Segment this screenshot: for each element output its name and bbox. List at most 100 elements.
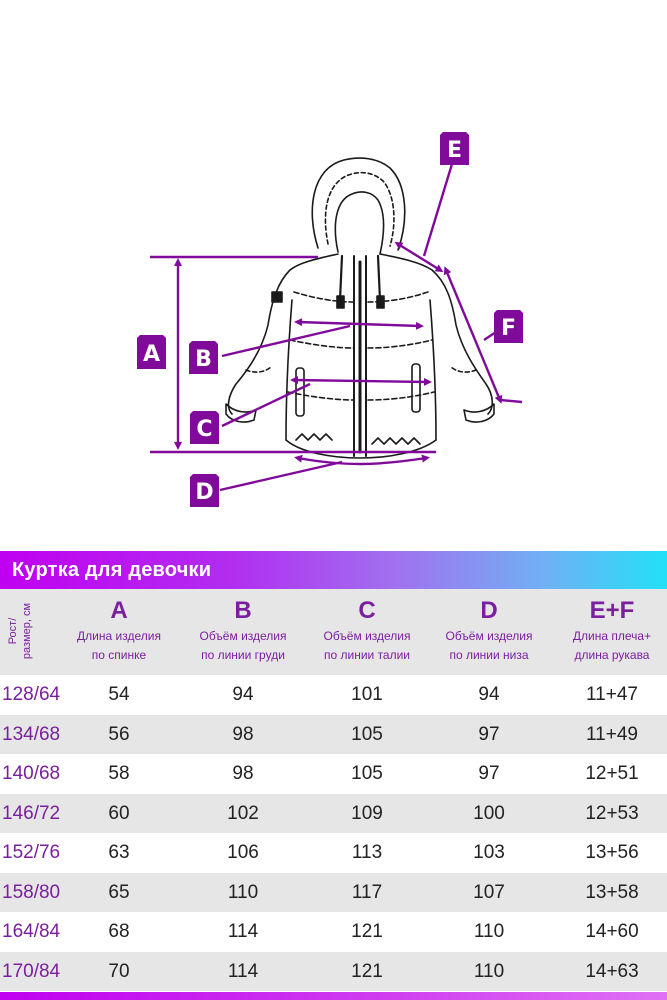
badge-d-letter: D	[195, 480, 213, 505]
value-cell: 63	[108, 842, 130, 863]
value-cell: 14+60	[585, 921, 639, 942]
badge-a-letter: A	[143, 342, 160, 367]
value-cell: 12+53	[585, 802, 639, 824]
value-cell: 12+51	[585, 763, 639, 784]
column-desc-line: Объём изделия	[323, 629, 411, 643]
value-cell: 110	[473, 960, 505, 982]
size-header-line-1: Рост/	[7, 617, 19, 645]
size-header-line-2: размер, см	[21, 602, 33, 660]
value-cell: 58	[108, 763, 130, 784]
size-cell: 164/84	[2, 921, 61, 942]
table-title-bar: Куртка для девочки	[0, 551, 667, 589]
column-letter: C	[358, 597, 376, 624]
value-cell: 114	[227, 960, 259, 982]
column-letter: A	[110, 597, 128, 624]
column-desc-line: длина рукава	[574, 648, 650, 662]
column-desc: Объём изделия по линии низа	[427, 627, 551, 665]
value-cell: 102	[227, 802, 259, 824]
column-desc: Объём изделия по линии талии	[305, 627, 429, 665]
value-cell: 97	[478, 723, 500, 745]
value-cell: 121	[351, 921, 383, 942]
value-cell: 54	[108, 684, 130, 705]
value-cell: 109	[351, 802, 383, 824]
value-cell: 56	[108, 723, 130, 745]
value-cell: 121	[351, 960, 383, 982]
column-desc-line: по линии низа	[449, 648, 529, 662]
value-cell: 103	[473, 842, 505, 863]
size-column-header: Рост/размер, см	[4, 596, 52, 666]
badge-b-letter: B	[195, 347, 212, 372]
badge-e: E	[440, 132, 469, 165]
badge-f: F	[494, 310, 523, 343]
value-cell: 98	[232, 763, 254, 784]
size-cell: 152/76	[2, 842, 61, 863]
badge-b: B	[189, 341, 218, 374]
value-cell: 70	[108, 960, 130, 982]
table-row: 170/84 70 114 121 110 14+63	[0, 951, 667, 991]
column-desc-line: по линии груди	[201, 648, 285, 662]
column-header-b: B Объём изделия по линии груди	[181, 596, 305, 665]
column-desc-line: Длина плеча+	[572, 629, 652, 643]
value-cell: 106	[227, 842, 259, 863]
value-cell: 94	[232, 684, 254, 705]
column-desc-line: по линии талии	[323, 648, 411, 662]
bottom-accent-bar	[0, 992, 667, 1000]
column-letter: D	[480, 597, 498, 624]
size-column-header-text: Рост/размер, см	[6, 596, 34, 666]
value-cell: 110	[227, 881, 259, 903]
table-row: 164/84 68 114 121 110 14+60	[0, 912, 667, 952]
table-row: 128/64 54 94 101 94 11+47	[0, 675, 667, 715]
column-letter: B	[234, 597, 252, 624]
size-cell: 170/84	[2, 960, 61, 982]
column-letter: E+F	[589, 597, 635, 624]
size-cell: 146/72	[2, 802, 61, 824]
badge-c-letter: C	[196, 417, 212, 442]
size-cell: 140/68	[2, 763, 61, 784]
value-cell: 13+56	[585, 842, 639, 863]
value-cell: 94	[478, 684, 500, 705]
value-cell: 68	[108, 921, 130, 942]
size-cell: 158/80	[2, 881, 61, 903]
value-cell: 100	[473, 802, 505, 824]
column-header-d: D Объём изделия по линии низа	[427, 596, 551, 665]
column-desc: Длина плеча+ длина рукава	[550, 627, 667, 665]
size-table-body: 128/64 54 94 101 94 11+47 134/68 56 98 105 97 11+49…	[0, 675, 667, 991]
column-header-ef: E+F Длина плеча+ длина рукава	[550, 596, 667, 665]
value-cell: 65	[108, 881, 130, 903]
value-cell: 11+47	[586, 684, 638, 705]
value-cell: 97	[478, 763, 500, 784]
jacket-outline	[225, 157, 495, 459]
column-desc-line: Объём изделия	[199, 629, 287, 643]
badge-d: D	[190, 474, 219, 507]
value-cell: 13+58	[585, 881, 639, 903]
size-cell: 128/64	[2, 684, 61, 705]
column-desc: Объём изделия по линии груди	[181, 627, 305, 665]
value-cell: 60	[108, 802, 130, 824]
table-row: 158/80 65 110 117 107 13+58	[0, 872, 667, 912]
table-title: Куртка для девочки	[12, 559, 212, 581]
value-cell: 105	[351, 723, 383, 745]
table-header-row	[0, 589, 667, 675]
badge-a: A	[137, 335, 166, 369]
column-header-a: A Длина изделия по спинке	[57, 596, 181, 665]
column-desc-line: по спинке	[91, 648, 147, 662]
table-row: 146/72 60 102 109 100 12+53	[0, 793, 667, 833]
table-row: 140/68 58 98 105 97 12+51	[0, 754, 667, 794]
measurement-lines	[150, 163, 523, 492]
value-cell: 110	[473, 921, 505, 942]
column-header-c: C Объём изделия по линии талии	[305, 596, 429, 665]
value-cell: 11+49	[586, 723, 638, 745]
badge-e-letter: E	[447, 138, 462, 163]
column-desc-line: Длина изделия	[77, 629, 161, 643]
size-cell: 134/68	[2, 723, 61, 745]
value-cell: 107	[473, 881, 505, 903]
value-cell: 105	[351, 763, 383, 784]
value-cell: 101	[351, 684, 383, 705]
value-cell: 114	[227, 921, 259, 942]
badge-f-letter: F	[501, 316, 516, 341]
value-cell: 117	[351, 881, 383, 903]
value-cell: 14+63	[585, 960, 639, 982]
column-desc-line: Объём изделия	[445, 629, 533, 643]
